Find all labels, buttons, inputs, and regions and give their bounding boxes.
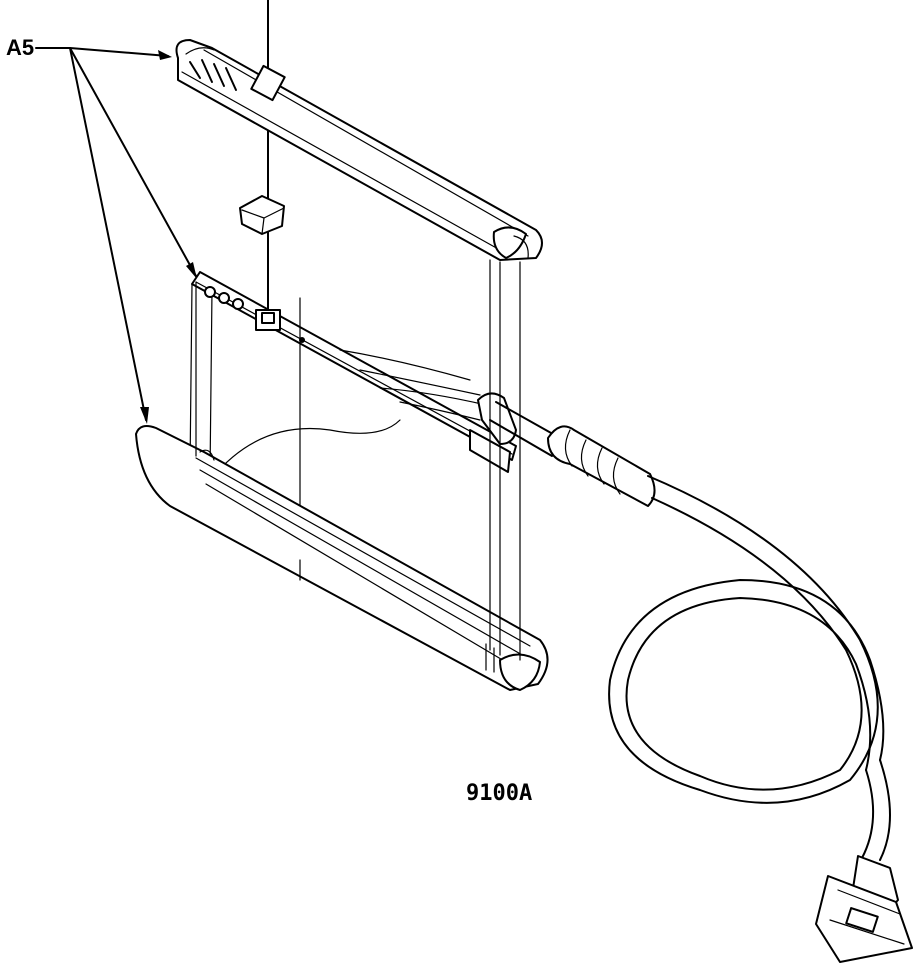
callout-label-a5: A5 (6, 35, 34, 60)
assembly-guide-lines (195, 259, 521, 661)
callout-leaders (35, 47, 197, 424)
cable-assembly (489, 401, 913, 963)
figure-caption: 9100A (466, 781, 532, 806)
top-cover (175, 39, 543, 261)
push-button-cap (239, 195, 285, 235)
bottom-housing (135, 425, 549, 691)
